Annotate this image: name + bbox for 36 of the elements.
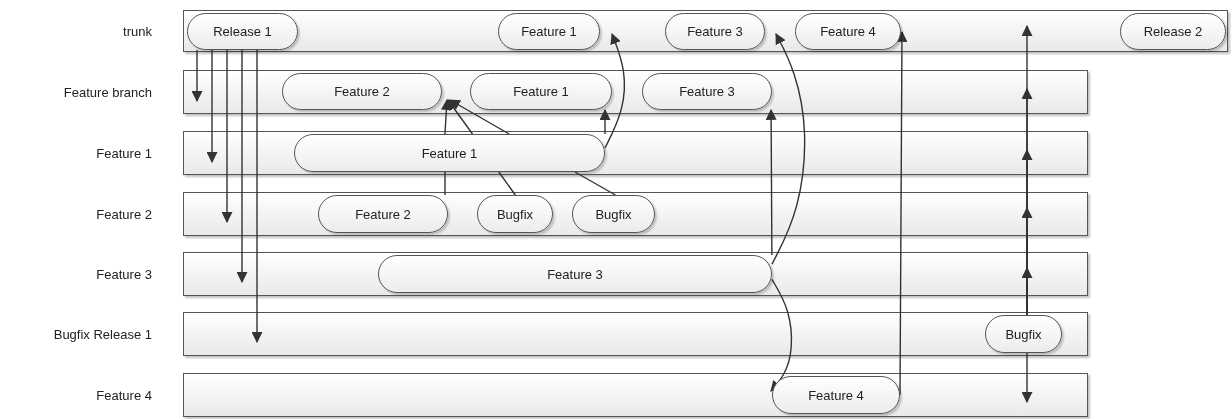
arrow	[1021, 352, 1033, 404]
arrow	[236, 49, 248, 284]
arrow	[440, 98, 452, 135]
arrow	[191, 49, 203, 103]
version-pill: Feature 3	[642, 73, 772, 110]
version-pill: Feature 1	[470, 73, 612, 110]
arrow	[604, 32, 626, 149]
version-pill: Feature 1	[498, 13, 600, 50]
version-pill: Feature 2	[318, 195, 448, 233]
version-pill: Bugfix	[477, 195, 553, 233]
version-pill: Bugfix	[572, 195, 655, 233]
version-pill: Bugfix	[985, 315, 1062, 353]
arrow	[221, 49, 233, 224]
version-pill: Release 1	[187, 13, 298, 50]
lane-label: Feature branch	[63, 83, 152, 102]
lane-label: Feature 1	[96, 144, 152, 163]
arrow	[771, 33, 806, 265]
lane-label: Feature 3	[96, 265, 152, 284]
version-pill: Feature 1	[294, 134, 605, 172]
version-pill: Feature 4	[772, 376, 900, 414]
version-pill: Release 2	[1120, 13, 1226, 50]
arrow	[599, 108, 611, 135]
version-pill: Feature 4	[795, 13, 901, 50]
lane-label: Feature 4	[96, 386, 152, 405]
version-pill: Feature 3	[665, 13, 765, 50]
lane-label: trunk	[123, 22, 152, 41]
version-pill: Feature 3	[378, 255, 772, 293]
arrow	[447, 99, 474, 135]
arrow	[251, 49, 263, 344]
arrow	[770, 278, 793, 392]
arrow	[896, 30, 908, 396]
lane-label: Bugfix Release 1	[53, 325, 152, 344]
arrow	[206, 49, 218, 164]
version-pill: Feature 2	[282, 73, 442, 110]
lane-label: Feature 2	[96, 205, 152, 224]
arrow	[765, 108, 777, 256]
